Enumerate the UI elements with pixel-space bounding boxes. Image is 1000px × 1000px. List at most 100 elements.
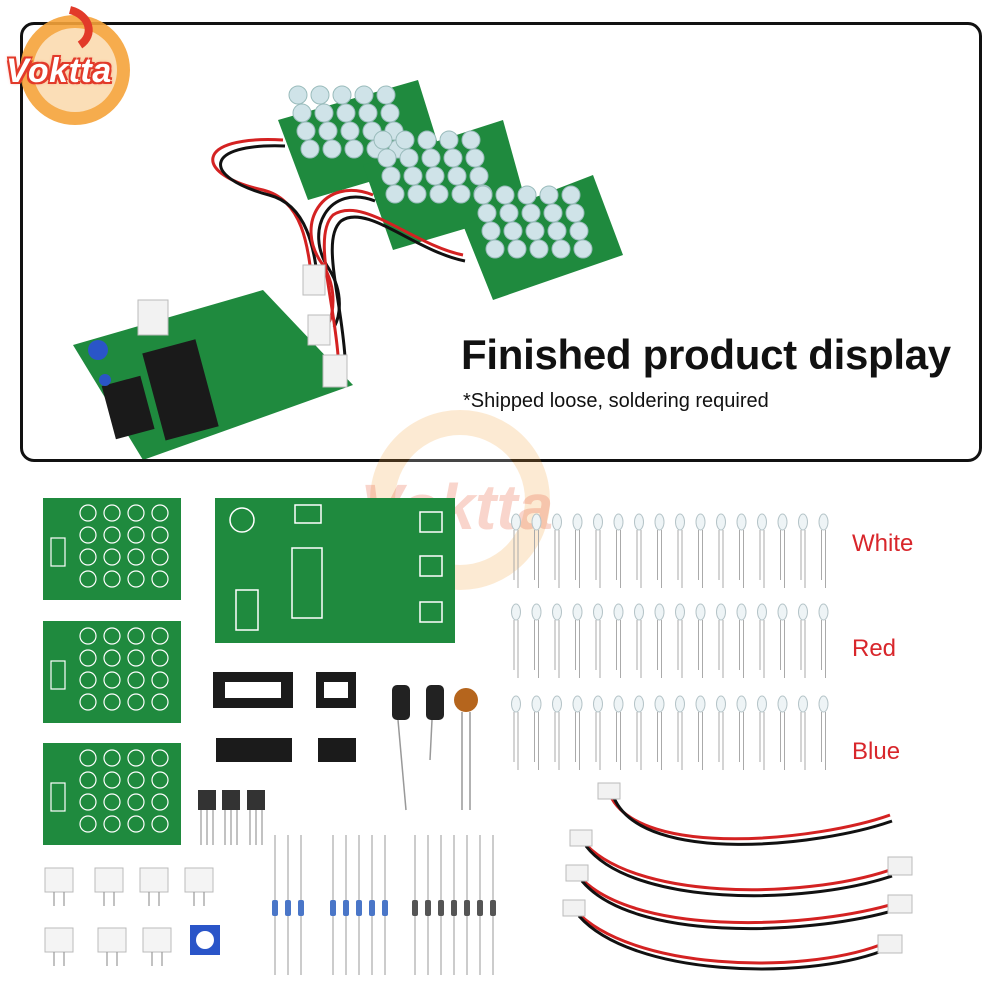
- logo-text: Voktta: [6, 52, 112, 90]
- led-bulb: [561, 185, 581, 205]
- led-bulb: [461, 130, 481, 150]
- panel-title: Finished product display: [461, 331, 951, 378]
- connector: [184, 867, 214, 893]
- led-board-3: [463, 175, 623, 300]
- loose-leds: [511, 513, 829, 770]
- led-bulb: [451, 184, 471, 204]
- led-bulb: [300, 139, 320, 159]
- led-bulb: [288, 85, 308, 105]
- led: [511, 695, 521, 713]
- transistor: [222, 790, 240, 810]
- ic-sockets-and-chips: [213, 672, 356, 762]
- led-bulb: [547, 221, 567, 241]
- pcb-pad: [79, 504, 97, 522]
- led-bulb: [377, 148, 397, 168]
- led: [654, 695, 665, 713]
- component-body: [369, 900, 375, 916]
- pcb-pad: [151, 693, 169, 711]
- led: [572, 603, 583, 621]
- led-label-white: White: [852, 530, 914, 557]
- led-bulb: [517, 185, 537, 205]
- led: [777, 603, 788, 621]
- brand-logo: Voktta: [0, 0, 170, 130]
- led: [736, 695, 747, 713]
- led: [736, 513, 747, 531]
- pcb-pad: [127, 548, 145, 566]
- led-bulb: [551, 239, 571, 259]
- component-body: [272, 900, 278, 916]
- pcb-pad: [103, 671, 121, 689]
- pcb-pad: [79, 815, 97, 833]
- pcb-pad: [127, 627, 145, 645]
- led-bulb: [521, 203, 541, 223]
- led-bulb: [465, 148, 485, 168]
- wire-connectors: [44, 867, 214, 966]
- led-bulb: [429, 184, 449, 204]
- led: [757, 513, 767, 531]
- led-bulb: [395, 130, 415, 150]
- finished-product-panel: Finished product display *Shipped loose,…: [20, 22, 982, 462]
- pcb-pad: [103, 570, 121, 588]
- pcb-connector-outline: [50, 660, 66, 690]
- led-bulb: [507, 239, 527, 259]
- led-bulb: [473, 185, 493, 205]
- pcb-pad: [79, 671, 97, 689]
- led-bulb: [340, 121, 360, 141]
- finished-product-photo: [73, 80, 623, 459]
- controller-board: [73, 264, 353, 459]
- pcb-pad: [79, 548, 97, 566]
- led: [695, 603, 706, 621]
- pcb-pad: [103, 649, 121, 667]
- led: [593, 695, 603, 713]
- led-bulb: [565, 203, 585, 223]
- led-bulb: [354, 85, 374, 105]
- led-bulb: [314, 103, 334, 123]
- led-bulb: [421, 148, 441, 168]
- led: [695, 695, 706, 713]
- connector: [139, 867, 169, 893]
- pcb-connector-outline: [50, 537, 66, 567]
- transistors: [198, 790, 265, 845]
- pcb-pad: [79, 526, 97, 544]
- led-bulb: [417, 130, 437, 150]
- led-bulb: [407, 184, 427, 204]
- led-bulb: [495, 185, 515, 205]
- led: [511, 513, 521, 531]
- led-bulb: [439, 130, 459, 150]
- pcb-pad: [127, 771, 145, 789]
- led-bulb: [499, 203, 519, 223]
- pcb-pad: [79, 749, 97, 767]
- led: [634, 603, 644, 621]
- led: [716, 513, 726, 531]
- pcb-pad: [103, 526, 121, 544]
- led: [716, 603, 726, 621]
- potentiometer: [190, 925, 220, 955]
- led: [798, 603, 808, 621]
- led: [654, 603, 665, 621]
- led-bulb: [318, 121, 338, 141]
- pcb-pad: [127, 793, 145, 811]
- led-bulb: [447, 166, 467, 186]
- led: [736, 603, 747, 621]
- pcb-pad: [127, 649, 145, 667]
- led-bulb: [543, 203, 563, 223]
- capacitors: [392, 685, 478, 811]
- led: [675, 513, 685, 531]
- led-bulb: [332, 85, 352, 105]
- pcb-pad: [151, 570, 169, 588]
- led: [531, 603, 542, 621]
- led: [818, 513, 829, 531]
- led: [798, 695, 808, 713]
- led: [572, 695, 583, 713]
- led: [695, 513, 706, 531]
- led: [593, 513, 603, 531]
- led: [572, 513, 583, 531]
- led-bulb: [399, 148, 419, 168]
- pcb-pad: [151, 793, 169, 811]
- led-bulb: [322, 139, 342, 159]
- component-body: [356, 900, 362, 916]
- led-bulb: [403, 166, 423, 186]
- component-body: [285, 900, 291, 916]
- led: [654, 513, 665, 531]
